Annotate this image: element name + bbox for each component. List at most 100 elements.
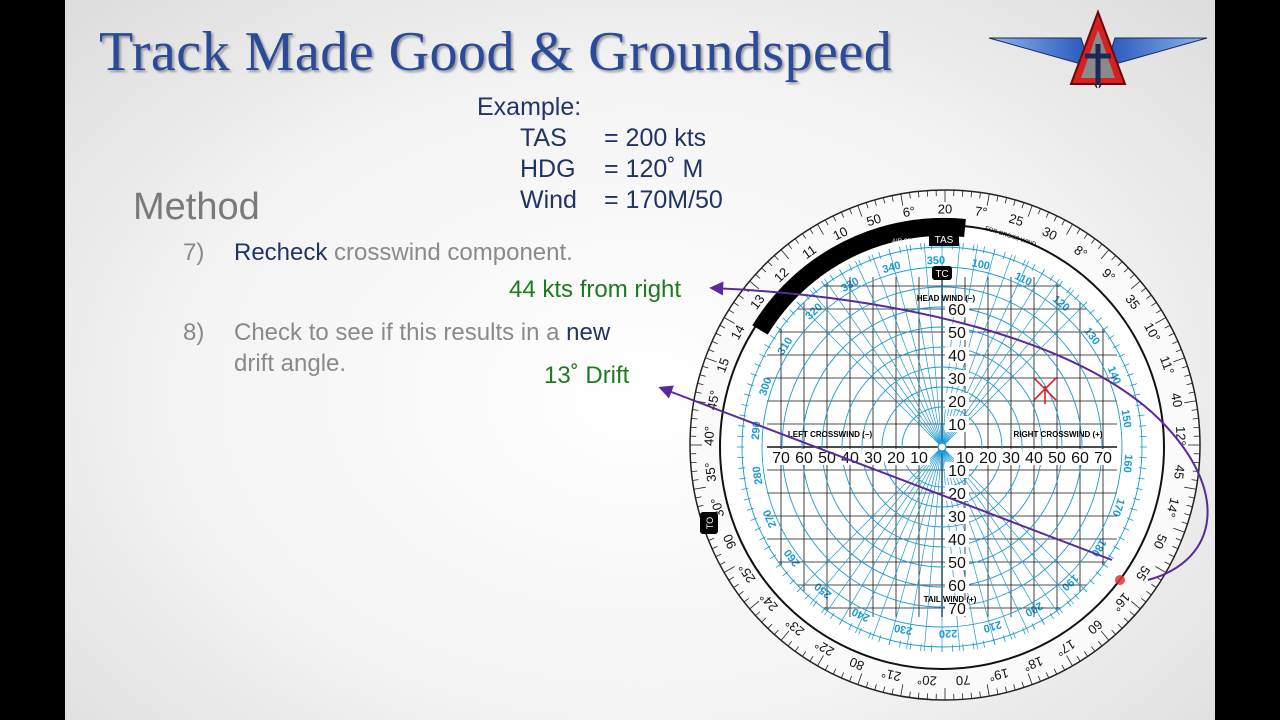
inner-tick (743, 497, 751, 501)
drift-radial (839, 446, 943, 625)
inner-tick (764, 344, 771, 349)
outer-tick (780, 630, 790, 641)
outer-tick (1111, 629, 1116, 635)
outer-tick (817, 655, 824, 667)
drift-radial (871, 254, 943, 448)
inner-tick (746, 507, 754, 511)
inner-tick (1088, 579, 1095, 585)
outer-tick (719, 561, 726, 566)
outer-tick (1173, 527, 1185, 533)
step-rest: crosswind component. (327, 239, 573, 266)
outer-tick (900, 193, 904, 206)
inner-tick (1126, 373, 1134, 377)
outer-tick (705, 357, 717, 363)
outer-tick (1155, 566, 1167, 573)
speed-ring-number: 350 (927, 255, 946, 268)
outer-tick (1188, 496, 1195, 499)
example-row-wind: Wind = 170M/50 (477, 185, 723, 216)
inner-tick (1002, 635, 1006, 643)
outer-scale-number: 35° (702, 461, 719, 482)
grid-label-backdrop (945, 347, 969, 363)
inner-tick (848, 623, 853, 630)
grid-label-backdrop (1000, 449, 1022, 465)
outer-tick (1066, 223, 1073, 235)
outer-scale-number: 14 (728, 322, 748, 342)
outer-tick (865, 681, 869, 688)
outer-tick (697, 382, 704, 386)
inner-tick (1074, 294, 1080, 301)
outer-tick (1013, 199, 1016, 206)
speed-ring-number: 280 (751, 465, 766, 485)
outer-tick (708, 537, 715, 541)
inner-tick (1138, 467, 1146, 469)
outer-scale-number: 15 (713, 356, 732, 375)
outer-tick (1164, 324, 1171, 329)
outer-scale-number: 70 (955, 672, 971, 688)
inner-tick (1107, 554, 1115, 559)
tas-label-box (929, 232, 959, 246)
drift-marker-dot (1115, 575, 1125, 585)
outer-tick (733, 583, 739, 588)
grid-bottom-label: TAIL WIND (+) (924, 595, 977, 604)
horizontal-tick-label: 50 (818, 450, 836, 467)
inner-tick (1126, 517, 1134, 521)
outer-tick (1184, 513, 1191, 516)
inner-tick (1137, 477, 1145, 480)
slide-title: Track Made Good & Groundspeed (99, 21, 893, 83)
outer-tick (1140, 597, 1147, 603)
outer-tick (970, 191, 973, 198)
outer-scale-number: 7° (974, 203, 989, 220)
grid-label-backdrop (770, 449, 792, 465)
inner-tick (878, 251, 882, 259)
outer-scale-number: 55 (1133, 563, 1153, 583)
inner-tick (1118, 536, 1125, 541)
inner-tick (909, 642, 912, 650)
outer-scale-number: 21° (880, 665, 903, 684)
outer-scale-number: 20 (938, 201, 952, 216)
outer-tick (787, 640, 793, 647)
inner-tick (739, 477, 747, 480)
outer-tick (802, 233, 807, 239)
inner-tick (1107, 335, 1115, 340)
outer-tick (1146, 591, 1152, 596)
speed-ring-number: 210 (982, 618, 1003, 635)
speed-ring-number: 100 (970, 257, 990, 273)
inner-tick (1022, 627, 1026, 635)
vertical-tick-label: 30 (948, 509, 966, 526)
inner-tick (1113, 545, 1120, 550)
outer-tick (917, 191, 920, 198)
outer-scale-number: 45 (1171, 464, 1188, 480)
speed-ring-number: 340 (881, 260, 902, 277)
outer-tick (979, 691, 981, 698)
grid-label-backdrop (1023, 449, 1045, 465)
inner-tick (1002, 251, 1006, 259)
inner-tick (898, 246, 902, 254)
inner-tick (769, 554, 777, 559)
inner-tick (741, 487, 749, 491)
inner-tick (1095, 317, 1102, 323)
outer-tick (1037, 675, 1041, 682)
outer-tick (900, 684, 904, 697)
horizontal-tick-label: 20 (979, 450, 997, 467)
vertical-tick-label: 50 (948, 555, 966, 572)
outer-tick (691, 417, 698, 420)
inner-tick (739, 414, 747, 417)
outer-tick (794, 238, 799, 244)
inner-tick (1095, 571, 1102, 577)
outer-scale-number: 50 (1151, 532, 1171, 551)
outer-tick (909, 691, 911, 698)
outer-tick (1140, 287, 1147, 293)
inner-tick (754, 527, 762, 531)
inner-tick (1066, 600, 1072, 607)
outer-tick (692, 409, 699, 411)
vertical-tick-label: 70 (948, 601, 966, 618)
outer-scale-number: 11° (1157, 354, 1177, 377)
step-post: drift angle. (234, 350, 347, 377)
grid-label-backdrop (839, 449, 861, 465)
grid-label-backdrop (945, 531, 969, 547)
example-heading: Example: (477, 93, 582, 121)
inner-tick (868, 631, 872, 639)
outer-tick (1117, 261, 1123, 267)
